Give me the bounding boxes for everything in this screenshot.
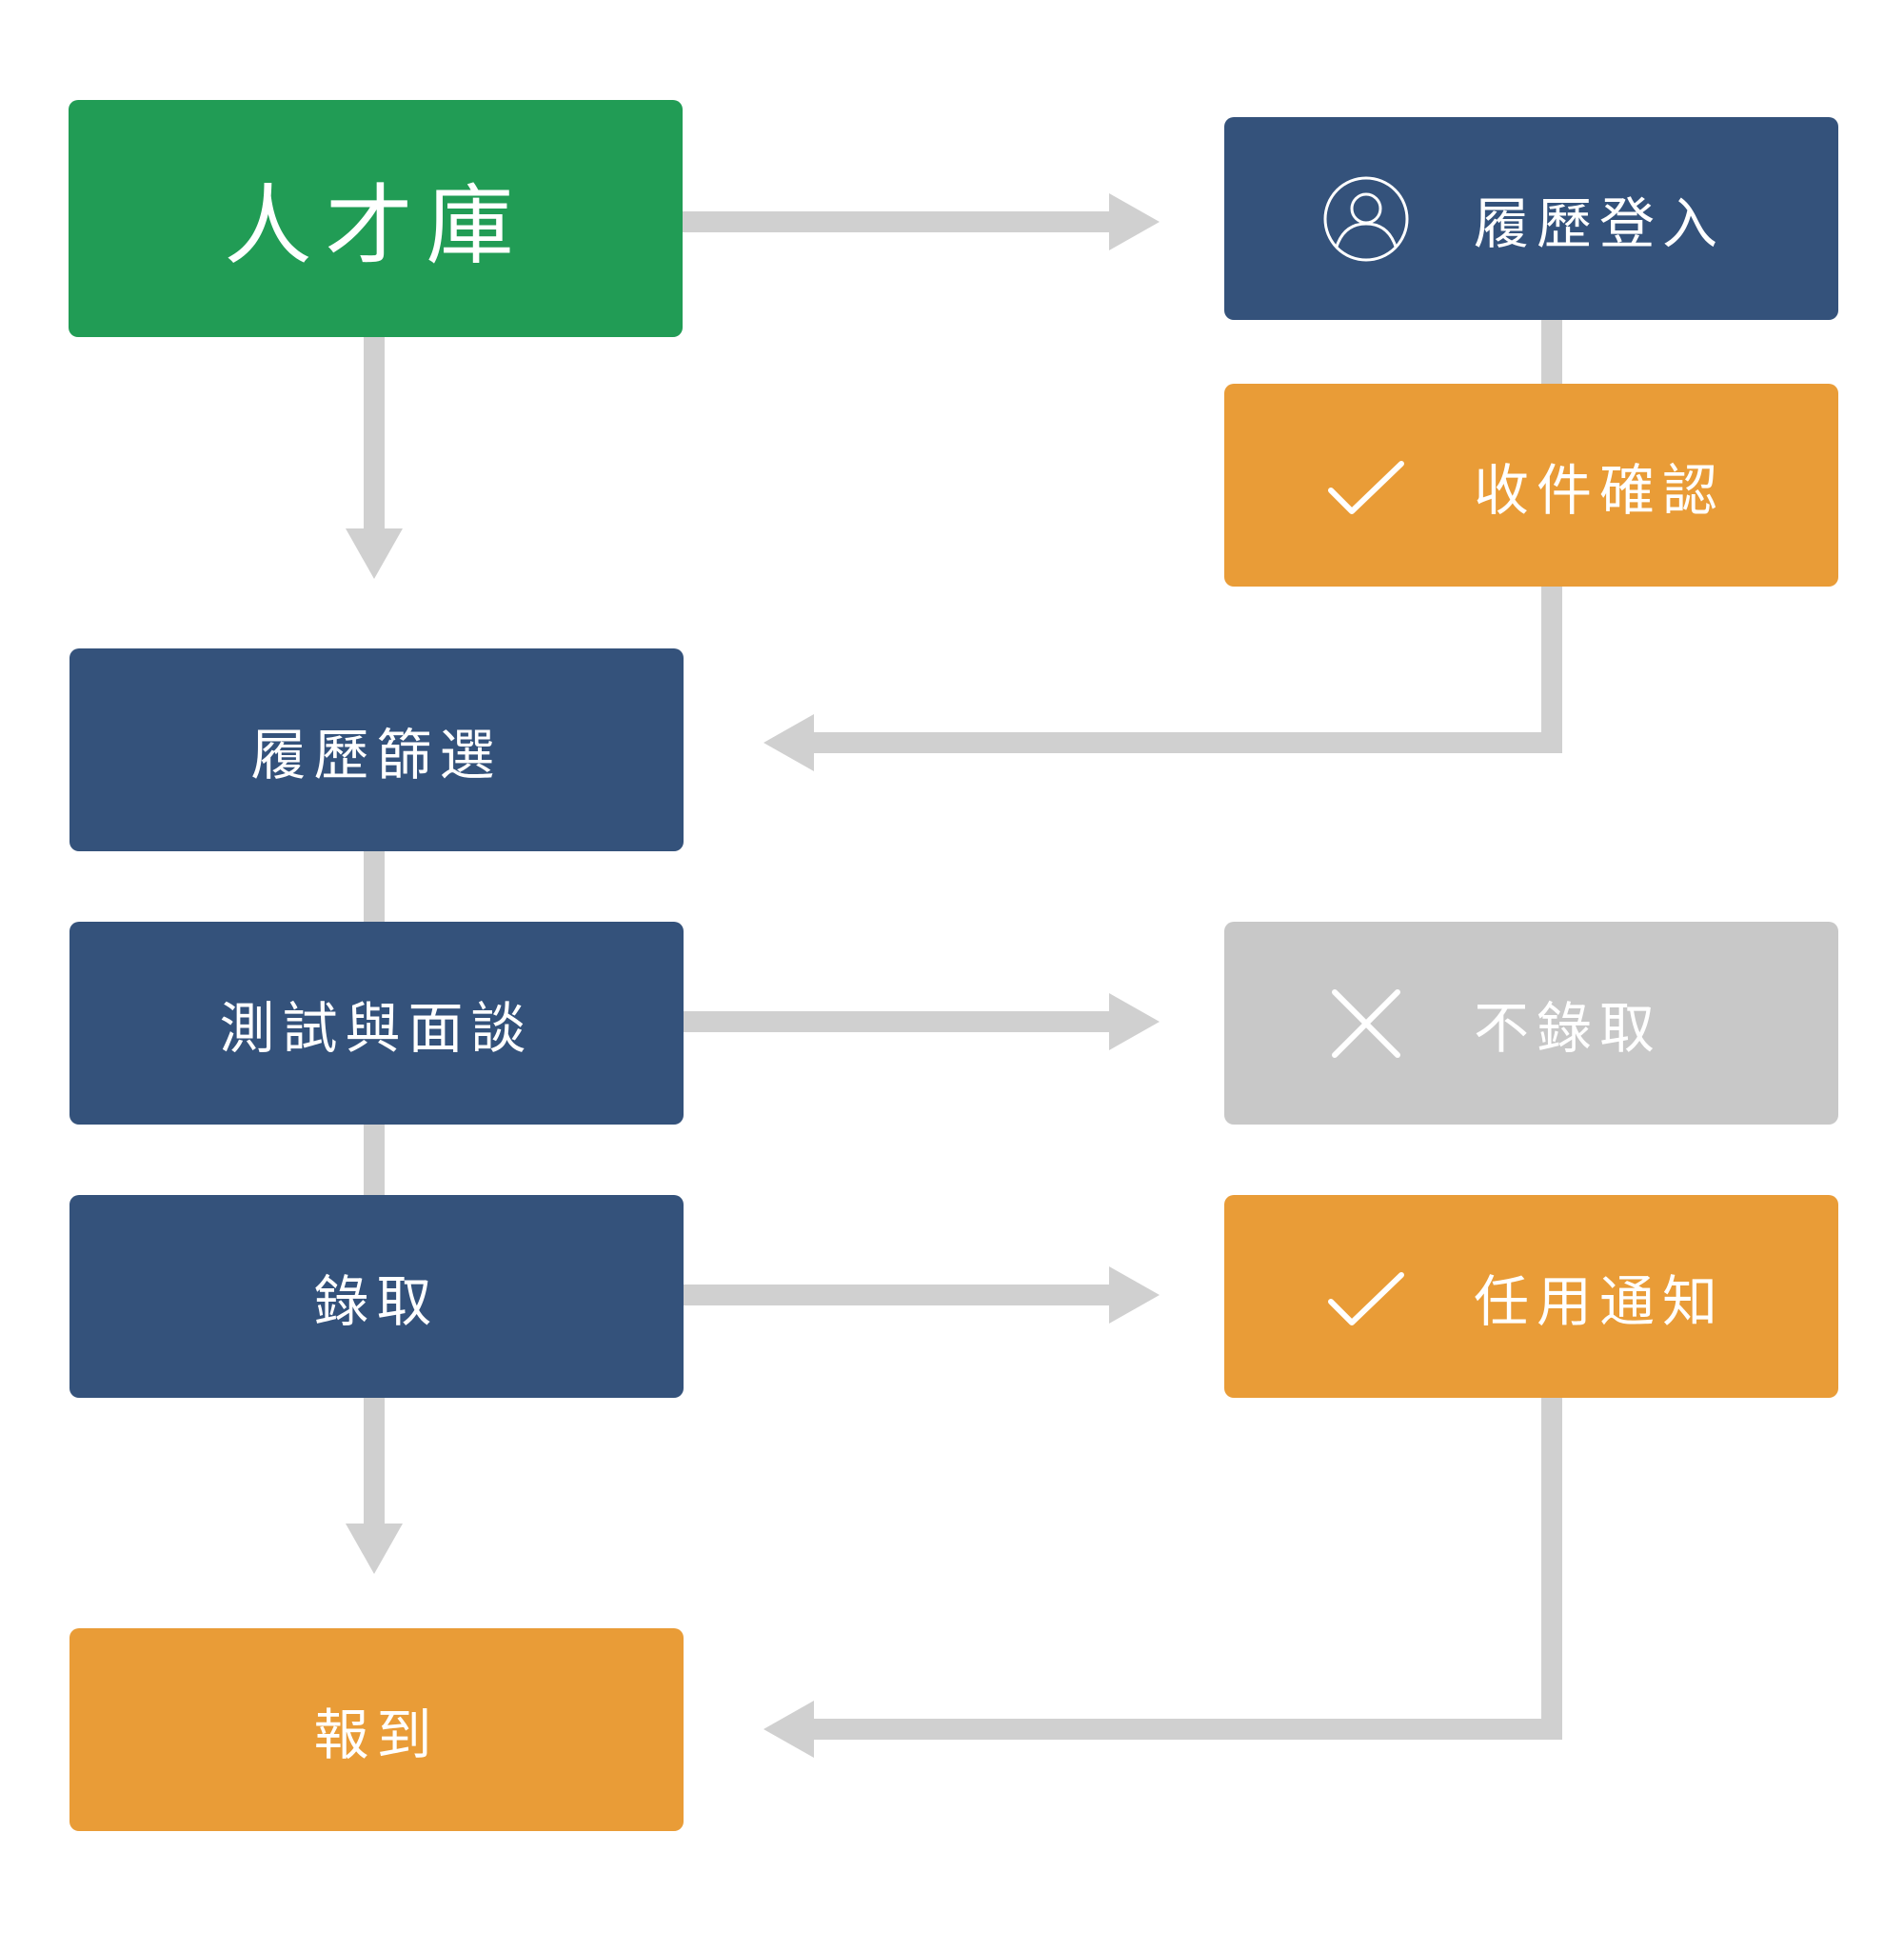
arrowhead-down (346, 528, 403, 579)
x-icon (1321, 979, 1411, 1068)
node-label: 報到 (313, 1702, 440, 1767)
node-label: 履歷篩選 (250, 722, 503, 787)
edge-offer-notice-to-onboard (809, 1398, 1562, 1740)
arrowhead-right (1109, 993, 1160, 1050)
node-label: 錄取 (313, 1268, 440, 1334)
node-label: 收件確認 (1474, 457, 1726, 523)
arrowhead-left (764, 1701, 814, 1758)
arrowhead-right (1109, 1266, 1160, 1324)
arrowhead-left (764, 714, 814, 771)
node-resume-screening: 履歷篩選 (69, 648, 684, 851)
arrowhead-right (1109, 193, 1160, 250)
user-circle-icon (1321, 174, 1411, 264)
node-onboard: 報到 (69, 1628, 684, 1831)
node-test-interview: 測試與面談 (69, 922, 684, 1125)
node-offer-notice: 任用通知 (1224, 1195, 1838, 1398)
node-talent-pool: 人才庫 (69, 100, 683, 337)
node-label: 履歷登入 (1474, 190, 1726, 256)
edge-receipt-confirm-to-resume-screening (809, 587, 1562, 753)
node-receipt-confirm: 收件確認 (1224, 384, 1838, 587)
node-not-hired: 不錄取 (1224, 922, 1838, 1125)
node-label: 人才庫 (224, 175, 527, 277)
node-label: 不錄取 (1474, 995, 1663, 1061)
node-label: 任用通知 (1474, 1268, 1726, 1334)
node-hired: 錄取 (69, 1195, 684, 1398)
arrowhead-down (346, 1524, 403, 1574)
check-icon (1321, 441, 1411, 530)
check-icon (1321, 1252, 1411, 1342)
node-label: 測試與面談 (219, 995, 534, 1061)
node-resume-login: 履歷登入 (1224, 117, 1838, 320)
